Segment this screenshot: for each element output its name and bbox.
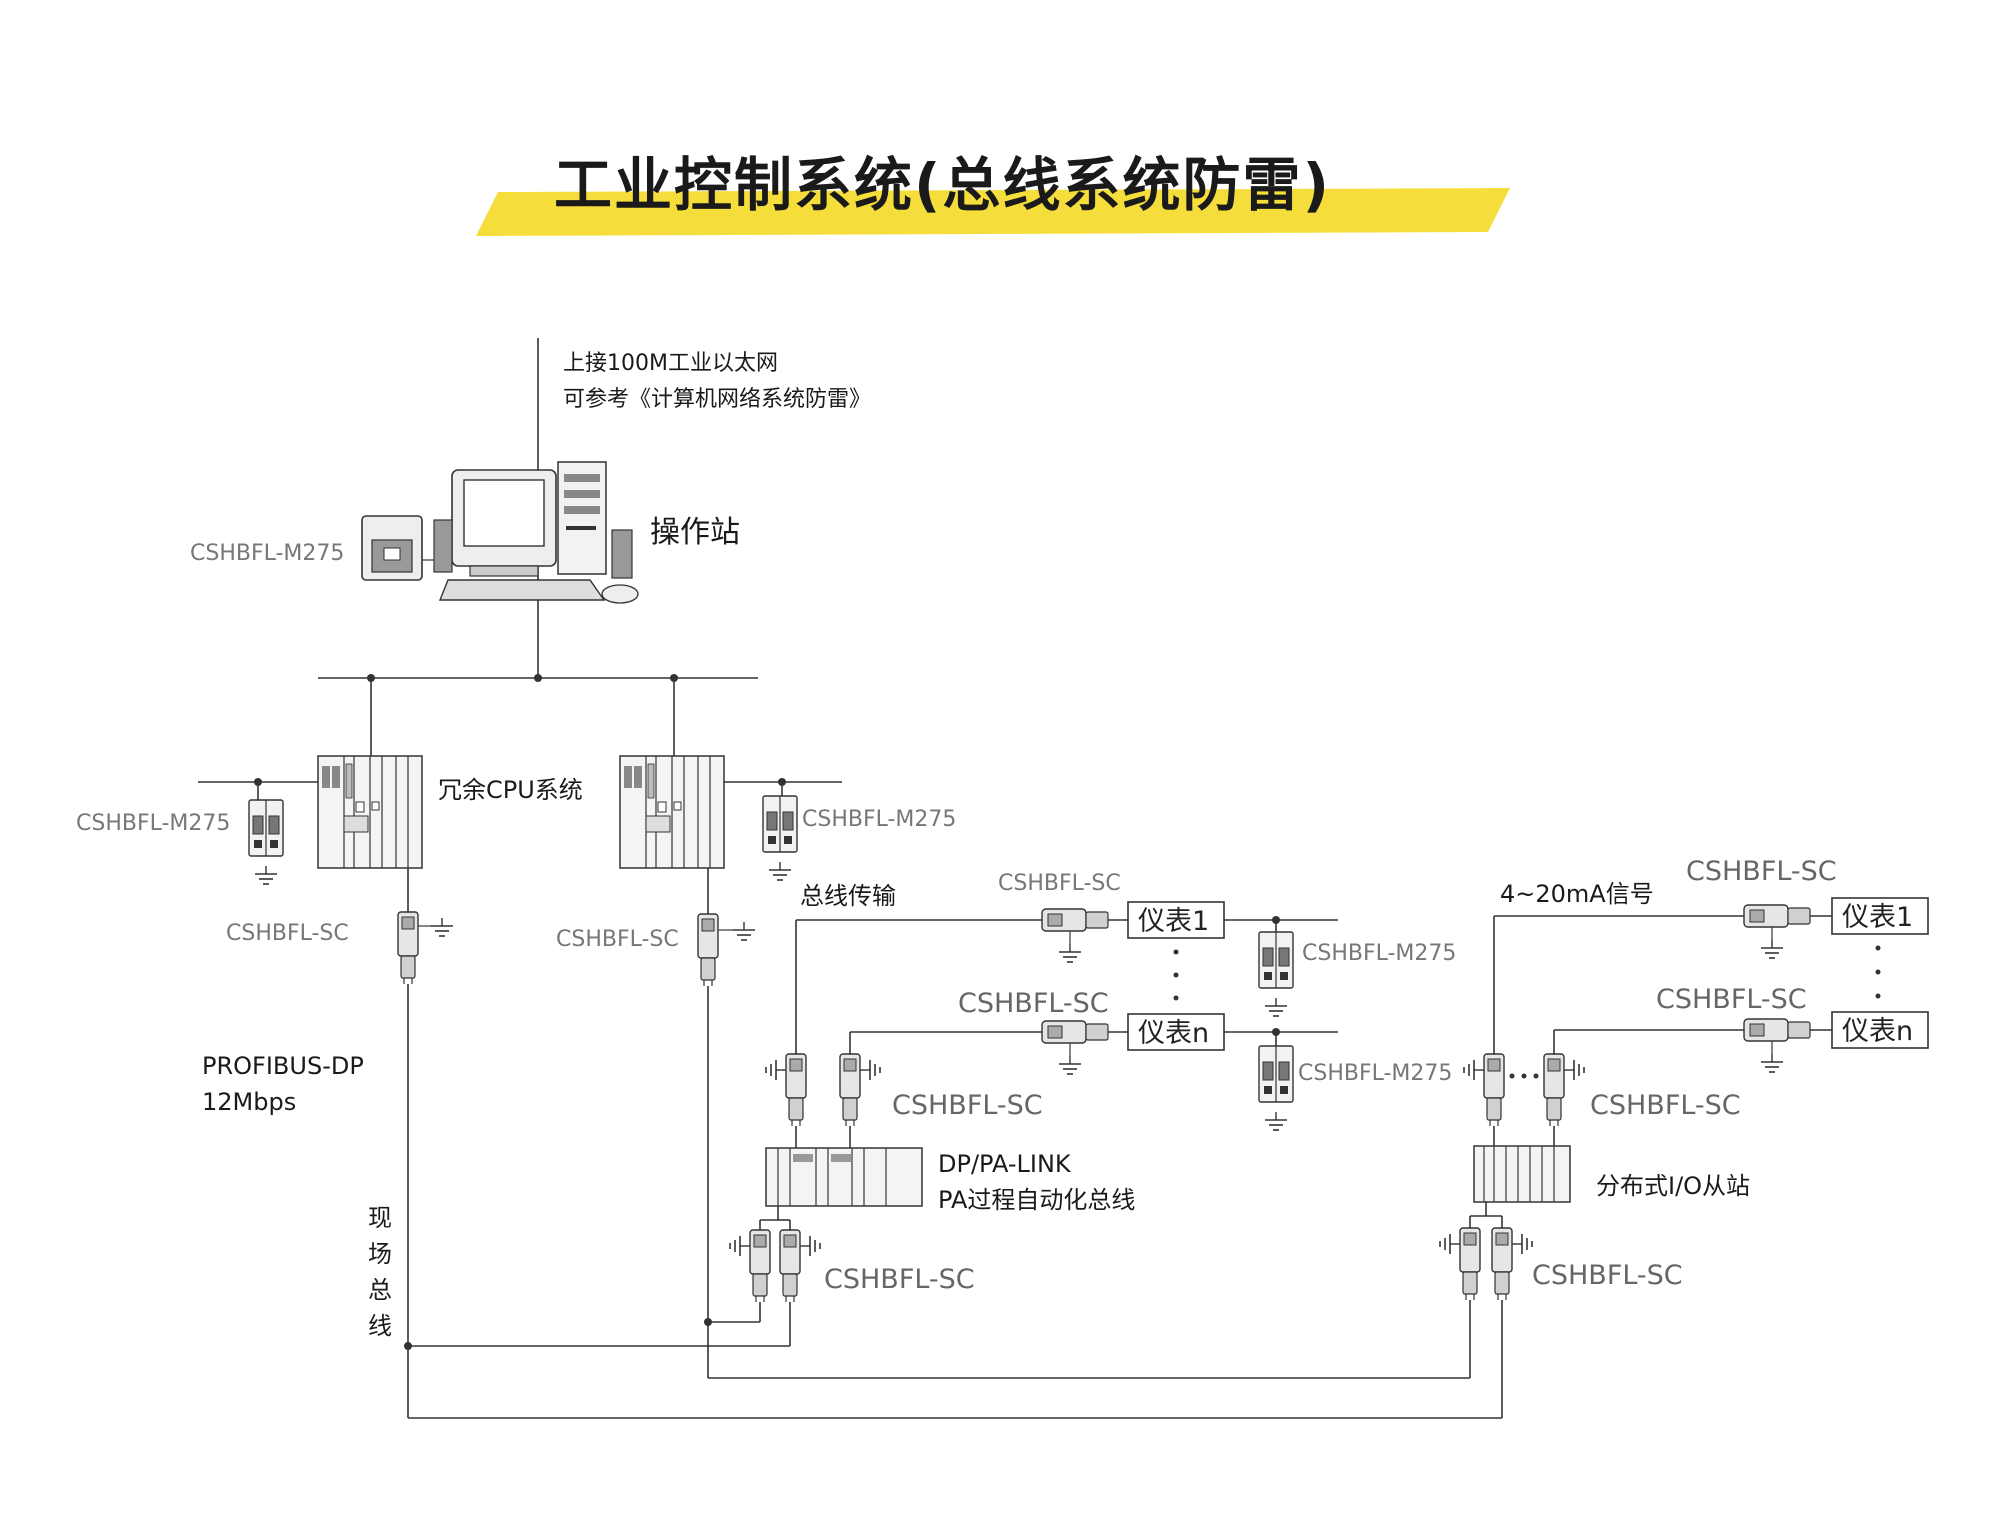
label-dp-pa-link-line2: PA过程自动化总线 <box>938 1186 1135 1214</box>
label-operator-station: 操作站 <box>650 515 740 550</box>
label-sc-inst1-io: CSHBFL-SC <box>1686 856 1837 887</box>
dp-pa-link-module <box>765 1147 923 1207</box>
m275-module-cpu-right <box>762 795 798 853</box>
label-sc-inst1-bus: CSHBFL-SC <box>998 871 1121 896</box>
page-title: 工业控制系统(总线系统防雷) <box>554 151 1331 219</box>
m275-module-inst1 <box>1258 931 1294 989</box>
sc-protector-io-bottom-2 <box>1491 1227 1513 1301</box>
sc-protector-cpu-left <box>397 911 419 985</box>
sc-protector-io-bottom-1 <box>1459 1227 1481 1301</box>
sc-protector-io-n <box>1543 1053 1565 1127</box>
label-m275-cpu-right: CSHBFL-M275 <box>802 807 956 832</box>
label-dp-pa-link-line1: DP/PA-LINK <box>938 1150 1072 1178</box>
label-field-bus-1: 现 <box>368 1204 392 1232</box>
uplink-note-line1: 上接100M工业以太网 <box>563 351 778 376</box>
label-sc-io-bottom: CSHBFL-SC <box>1532 1260 1683 1291</box>
label-sc-cpu-right: CSHBFL-SC <box>556 927 679 952</box>
label-distributed-io: 分布式I/O从站 <box>1596 1172 1750 1200</box>
m275-module-cpu-left <box>248 799 284 857</box>
uplink-note-line2: 可参考《计算机网络系统防雷》 <box>563 387 871 412</box>
sc-protector-cpu-right <box>697 913 719 987</box>
cpu-rack-right <box>619 755 725 869</box>
sc-protector-bus-1 <box>785 1053 807 1127</box>
label-sc-io-top: CSHBFL-SC <box>1590 1090 1741 1121</box>
label-m275-inst1: CSHBFL-M275 <box>1302 941 1456 966</box>
instrument-n-bus: 仪表n <box>1127 1013 1225 1051</box>
sc-protector-inst1-bus <box>1041 908 1109 932</box>
instrument-n-bus-label: 仪表n <box>1138 1018 1209 1049</box>
instrument-n-io-label: 仪表n <box>1842 1016 1913 1047</box>
instrument-1-io: 仪表1 <box>1831 897 1929 935</box>
instrument-1-io-label: 仪表1 <box>1842 902 1913 933</box>
label-redundant-cpu: 冗余CPU系统 <box>438 776 583 804</box>
instrument-1-bus-label: 仪表1 <box>1138 906 1209 937</box>
label-field-bus-3: 总 <box>368 1276 392 1304</box>
label-m275-operator: CSHBFL-M275 <box>190 541 344 566</box>
label-profibus-line2: 12Mbps <box>202 1088 296 1116</box>
m275-socket-operator <box>361 515 434 581</box>
sc-protector-link-1 <box>749 1229 771 1303</box>
title-highlight-band <box>476 188 1510 236</box>
sc-protector-bus-n <box>839 1053 861 1127</box>
label-sc-link: CSHBFL-SC <box>824 1264 975 1295</box>
label-m275-instn: CSHBFL-M275 <box>1298 1061 1452 1086</box>
title-banner: 工业控制系统(总线系统防雷) <box>476 151 1510 236</box>
label-profibus-line1: PROFIBUS-DP <box>202 1052 364 1080</box>
sc-protector-inst1-io <box>1743 904 1811 928</box>
m275-module-instn <box>1258 1045 1294 1103</box>
label-sc-instn-io: CSHBFL-SC <box>1656 984 1807 1015</box>
instrument-n-io: 仪表n <box>1831 1011 1929 1049</box>
label-sc-dp-bus: CSHBFL-SC <box>892 1090 1043 1121</box>
label-sc-instn-bus: CSHBFL-SC <box>958 988 1109 1019</box>
label-sc-cpu-left: CSHBFL-SC <box>226 921 349 946</box>
label-field-bus-4: 线 <box>368 1312 392 1340</box>
sc-protector-link-2 <box>779 1229 801 1303</box>
label-bus-transmission: 总线传输 <box>800 882 896 910</box>
instrument-1-bus: 仪表1 <box>1127 901 1225 939</box>
label-field-bus-2: 场 <box>368 1240 392 1268</box>
distributed-io-module <box>1473 1145 1571 1203</box>
sc-protector-io-1 <box>1483 1053 1505 1127</box>
operator-station-computer <box>433 461 639 604</box>
sc-protector-instn-io <box>1743 1018 1811 1042</box>
label-m275-cpu-left: CSHBFL-M275 <box>76 811 230 836</box>
sc-protector-instn-bus <box>1041 1020 1109 1044</box>
cpu-rack-left <box>317 755 423 869</box>
label-4-20ma-signal: 4~20mA信号 <box>1500 880 1654 908</box>
